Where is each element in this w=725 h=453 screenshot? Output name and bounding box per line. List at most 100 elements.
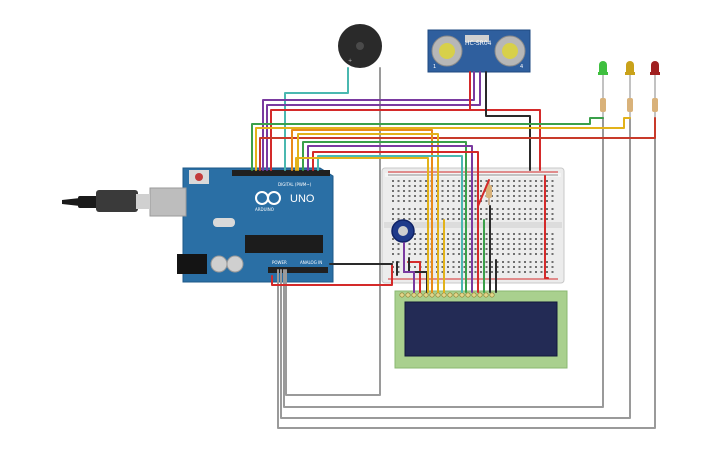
breadboard-hole (397, 243, 400, 245)
breadboard-hole (474, 180, 477, 182)
breadboard-hole (474, 238, 477, 240)
breadboard-hole (502, 233, 504, 235)
breadboard-hole (518, 185, 521, 187)
breadboard-hole (463, 190, 466, 192)
lcd-pin (459, 292, 465, 298)
breadboard-hole (419, 185, 422, 187)
breadboard-hole (441, 213, 444, 215)
lcd-pin (453, 292, 459, 298)
breadboard-hole (441, 266, 444, 268)
breadboard-hole (419, 253, 422, 255)
breadboard-hole (524, 233, 526, 235)
breadboard-hole (518, 253, 521, 255)
breadboard-hole (474, 266, 477, 268)
breadboard-hole (551, 253, 554, 255)
breadboard-hole (513, 185, 515, 187)
breadboard-hole (480, 271, 482, 273)
breadboard-hole (535, 243, 537, 245)
breadboard-hole (441, 208, 444, 210)
breadboard-hole (496, 213, 499, 215)
breadboard-hole (447, 213, 449, 215)
breadboard-hole (452, 208, 455, 210)
breadboard-hole (425, 213, 427, 215)
breadboard-hole (469, 238, 471, 240)
breadboard-hole (551, 195, 554, 197)
breadboard-hole (425, 238, 427, 240)
lcd-pin (411, 292, 417, 298)
breadboard-hole (403, 218, 405, 220)
breadboard-hole (425, 180, 427, 182)
breadboard-hole (524, 271, 526, 273)
breadboard-hole (513, 190, 515, 192)
breadboard-hole (463, 208, 466, 210)
breadboard-hole (463, 233, 466, 235)
breadboard-hole (491, 271, 493, 273)
breadboard-hole (447, 233, 449, 235)
breadboard-hole (546, 185, 548, 187)
piezo-buzzer: + (338, 24, 382, 68)
breadboard-hole (480, 190, 482, 192)
breadboard-hole (535, 253, 537, 255)
breadboard-hole (403, 180, 405, 182)
breadboard-hole (546, 218, 548, 220)
breadboard-hole (441, 218, 444, 220)
breadboard-hole (458, 266, 460, 268)
breadboard-hole (452, 243, 455, 245)
breadboard-hole (403, 190, 405, 192)
breadboard-hole (441, 180, 444, 182)
breadboard-hole (502, 266, 504, 268)
breadboard-hole (474, 243, 477, 245)
breadboard-hole (414, 233, 416, 235)
breadboard-hole (496, 233, 499, 235)
breadboard-hole (540, 266, 543, 268)
breadboard-hole (469, 180, 471, 182)
breadboard-hole (419, 180, 422, 182)
breadboard-hole (524, 266, 526, 268)
breadboard-hole (518, 266, 521, 268)
breadboard-hole (524, 253, 526, 255)
breadboard-hole (392, 213, 394, 215)
breadboard-hole (441, 190, 444, 192)
breadboard-hole (458, 238, 460, 240)
breadboard-hole (551, 238, 554, 240)
breadboard-hole (513, 243, 515, 245)
reset-button[interactable] (195, 173, 203, 181)
breadboard-hole (529, 271, 532, 273)
breadboard-hole (546, 261, 548, 263)
breadboard-hole (458, 271, 460, 273)
breadboard-hole (551, 180, 554, 182)
breadboard-hole (392, 253, 394, 255)
breadboard-hole (507, 200, 510, 202)
breadboard-hole (414, 266, 416, 268)
breadboard-hole (518, 200, 521, 202)
breadboard-hole (408, 253, 411, 255)
breadboard-hole (540, 180, 543, 182)
breadboard-hole (408, 180, 411, 182)
breadboard-hole (447, 243, 449, 245)
lcd-pin (417, 292, 423, 298)
potentiometer (391, 219, 415, 243)
breadboard-hole (474, 233, 477, 235)
breadboard-hole (507, 238, 510, 240)
lcd-pin (441, 292, 447, 298)
breadboard-hole (414, 195, 416, 197)
breadboard-hole (452, 261, 455, 263)
breadboard-hole (414, 243, 416, 245)
breadboard-hole (408, 248, 411, 250)
breadboard-hole (518, 190, 521, 192)
breadboard-hole (414, 185, 416, 187)
breadboard-hole (535, 195, 537, 197)
analog-header-label: ANALOG IN (300, 260, 322, 265)
breadboard-hole (491, 266, 493, 268)
breadboard-hole (546, 213, 548, 215)
breadboard-hole (513, 208, 515, 210)
breadboard-hole (540, 218, 543, 220)
breadboard-hole (463, 218, 466, 220)
breadboard-hole (502, 185, 504, 187)
breadboard-hole (441, 195, 444, 197)
breadboard-hole (546, 195, 548, 197)
breadboard-hole (491, 261, 493, 263)
breadboard-hole (469, 185, 471, 187)
breadboard-hole (507, 243, 510, 245)
